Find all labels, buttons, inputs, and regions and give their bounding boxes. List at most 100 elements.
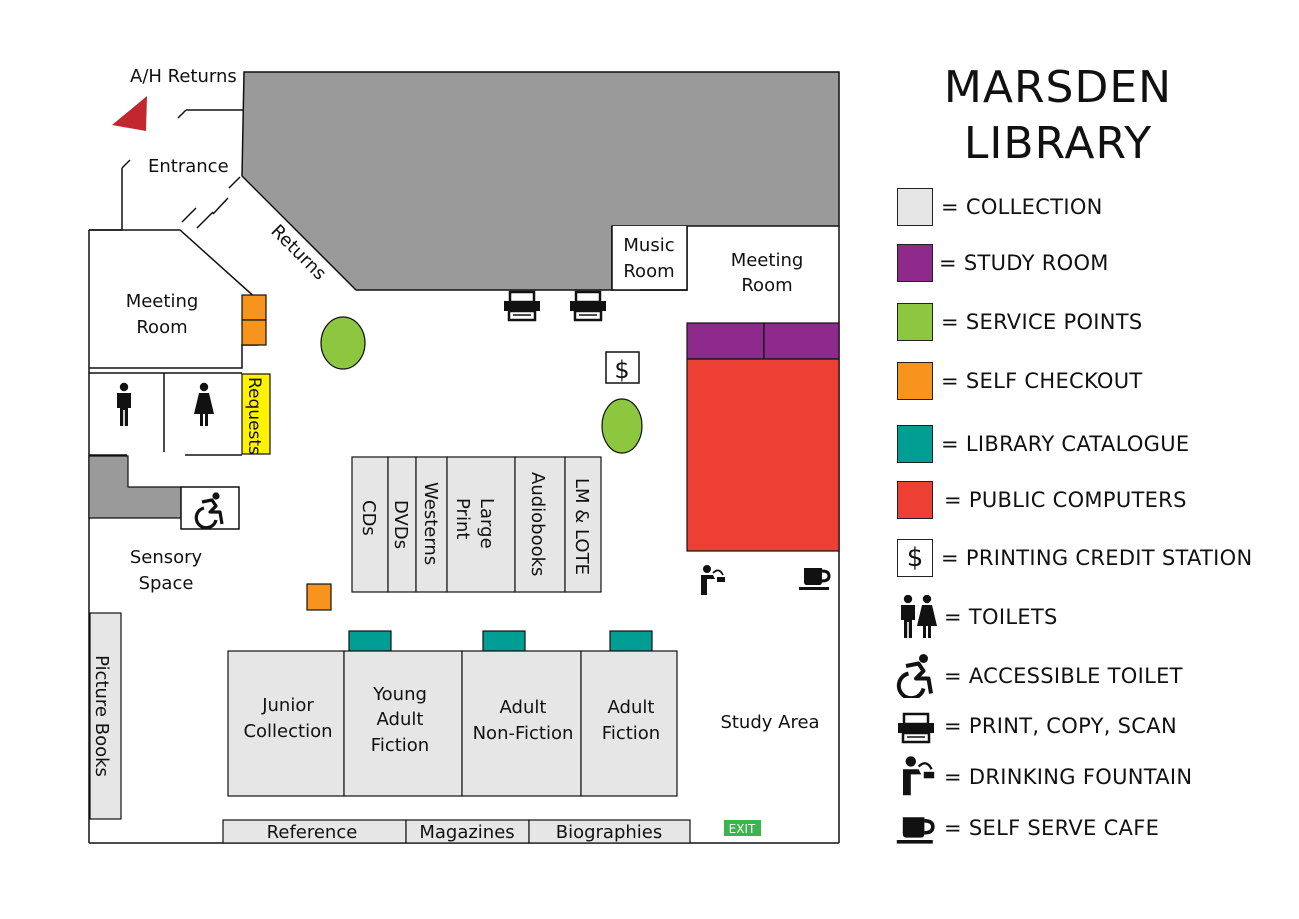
library-floor-plan: A/H Returns Entrance Returns Meeting Roo… [88, 66, 840, 844]
legend-label: = ACCESSIBLE TOILET [944, 664, 1183, 688]
junior-collection-label: Junior [261, 695, 314, 716]
legend-item-study-room: = STUDY ROOM [888, 241, 1109, 285]
self-checkout-swatch [897, 362, 933, 400]
young-adult-label-2: Adult [377, 709, 424, 730]
public-computers-swatch [897, 481, 933, 519]
junior-collection-label-2: Collection [243, 721, 332, 742]
legend-label: = SELF SERVE CAFE [944, 816, 1160, 840]
entrance-label: Entrance [148, 156, 229, 177]
exit-sign [724, 820, 761, 836]
toilets-icon [888, 595, 944, 639]
reference-label: Reference [267, 822, 358, 843]
study-area-label: Study Area [720, 712, 819, 733]
legend-item-printing-credit: $ = PRINTING CREDIT STATION [888, 536, 1253, 580]
library-catalogue-swatch [897, 425, 933, 463]
legend-item-self-checkout: = SELF CHECKOUT [888, 359, 1143, 403]
meeting-room-right-label: Meeting [731, 250, 804, 271]
young-adult-label: Young [372, 684, 427, 705]
magazines-label: Magazines [419, 822, 514, 843]
drinking-fountain-icon [700, 564, 726, 596]
self-checkout-3 [306, 583, 332, 611]
legend: MARSDEN LIBRARY = COLLECTION = STUDY ROO… [888, 60, 1288, 846]
legend-label: = TOILETS [944, 605, 1058, 629]
self-checkout-1 [241, 294, 267, 321]
legend-label: = SELF CHECKOUT [941, 369, 1143, 393]
legend-label: = PRINTING CREDIT STATION [941, 546, 1253, 570]
service-point-1 [320, 316, 366, 370]
printing-credit-station [605, 351, 640, 384]
title-line-1: MARSDEN [943, 62, 1173, 113]
young-adult-label-3: Fiction [371, 735, 429, 756]
adult-nonfiction-label-2: Non-Fiction [473, 723, 574, 744]
legend-item-toilets: = TOILETS [888, 595, 1058, 639]
accessible-icon [888, 654, 944, 698]
dvds-label: DVDs [390, 500, 411, 549]
title-line-2: LIBRARY [963, 118, 1153, 169]
legend-title: MARSDEN LIBRARY [908, 60, 1208, 172]
legend-item-collection: = COLLECTION [888, 185, 1103, 229]
legend-item-library-catalogue: = LIBRARY CATALOGUE [888, 422, 1189, 466]
legend-label: = DRINKING FOUNTAIN [944, 765, 1193, 789]
dollar-icon: $ [897, 539, 933, 577]
accessible-toilet [180, 486, 240, 530]
legend-item-service-points: = SERVICE POINTS [888, 300, 1143, 344]
study-room-2 [763, 322, 840, 360]
meeting-room-left: Meeting Room [89, 229, 259, 369]
coffee-cup-icon [797, 566, 831, 592]
large-print-label-2: Print [452, 498, 473, 539]
audiobooks-label: Audiobooks [527, 472, 548, 576]
printer-icon [888, 704, 944, 748]
self-checkout-2 [241, 319, 267, 346]
bottom-shelves [222, 819, 691, 844]
library-catalogue-3 [609, 630, 653, 652]
service-point-2 [601, 398, 643, 454]
legend-label: = PRINT, COPY, SCAN [944, 714, 1177, 738]
library-catalogue-1 [348, 630, 392, 652]
legend-label: = LIBRARY CATALOGUE [941, 432, 1190, 456]
ah-returns-marker [112, 96, 147, 131]
svg-text:Music: Music [623, 235, 674, 256]
picture-books-shelf [89, 612, 122, 820]
legend-label: = COLLECTION [941, 195, 1103, 219]
svg-text:Room: Room [136, 317, 187, 338]
collections [227, 650, 678, 797]
adult-nonfiction-label: Adult [500, 697, 547, 718]
cds-label: CDs [358, 500, 379, 536]
meeting-room-right-label-2: Room [741, 275, 792, 296]
printer-icon-1 [502, 290, 542, 322]
exit-label: EXIT [729, 822, 756, 836]
female-toilet-icon [194, 382, 214, 426]
svg-text:Meeting: Meeting [126, 291, 199, 312]
drinking-fountain-icon [888, 755, 944, 799]
study-room-swatch [897, 244, 933, 282]
westerns-label: Westerns [420, 482, 441, 565]
music-room: Music Room [611, 226, 688, 291]
legend-item-drinking-fountain: = DRINKING FOUNTAIN [888, 755, 1192, 799]
svg-text:Room: Room [623, 261, 674, 282]
printer-icon-2 [568, 290, 608, 322]
staff-corner [88, 455, 182, 519]
collection-swatch [897, 188, 933, 226]
legend-label: = SERVICE POINTS [941, 310, 1143, 334]
adult-fiction-label: Adult [608, 697, 655, 718]
lm-lote-label: LM & LOTE [571, 478, 592, 575]
requests-shelf [241, 373, 271, 455]
requests-label: Requests [244, 377, 264, 455]
legend-label: = STUDY ROOM [939, 251, 1109, 275]
legend-item-accessible-toilet: = ACCESSIBLE TOILET [888, 654, 1183, 698]
ah-returns-label: A/H Returns [130, 66, 237, 87]
coffee-cup-icon [888, 806, 944, 850]
male-toilet-icon [117, 382, 131, 426]
service-points-swatch [897, 303, 933, 341]
study-room-1 [686, 322, 765, 360]
legend-item-public-computers: = PUBLIC COMPUTERS [888, 478, 1187, 522]
picture-books-label: Picture Books [91, 655, 112, 777]
biographies-label: Biographies [556, 822, 663, 843]
sensory-space-label: Sensory [130, 547, 203, 568]
adult-fiction-label-2: Fiction [602, 723, 660, 744]
large-print-label: Large [476, 498, 497, 549]
legend-label: = PUBLIC COMPUTERS [944, 488, 1187, 512]
entrance-doors [181, 176, 241, 229]
sensory-space-label-2: Space [139, 573, 194, 594]
legend-item-self-serve-cafe: = SELF SERVE CAFE [888, 806, 1159, 850]
